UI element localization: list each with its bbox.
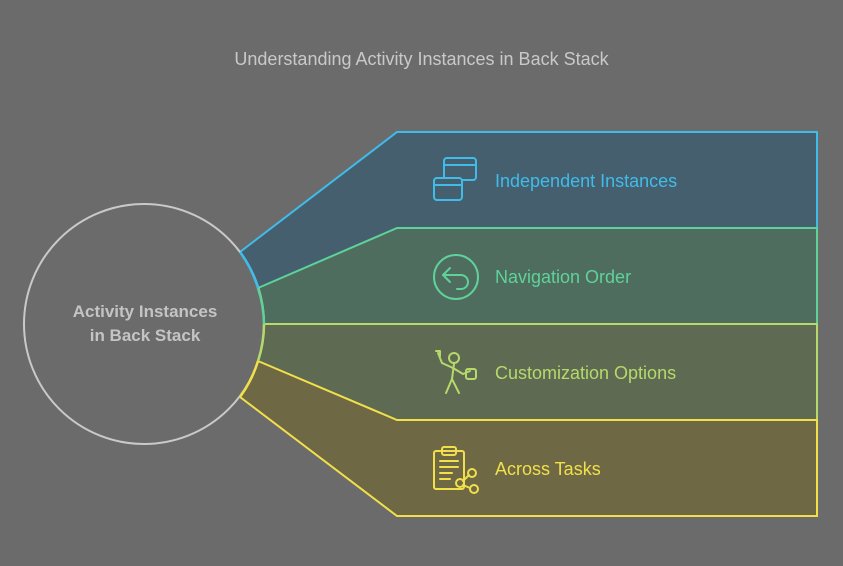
arc-independent-instances [238, 251, 260, 289]
band-outline-customization-options [264, 323, 818, 420]
band-customization-options [258, 324, 817, 420]
clipboard-share-icon [430, 443, 482, 495]
back-arrow-icon [430, 251, 482, 303]
band-outline-independent-instances [239, 131, 818, 253]
center-label-line1: Activity Instances [72, 302, 218, 321]
diagram-title: Understanding Activity Instances in Back… [234, 49, 609, 69]
arc-customization-options [256, 323, 266, 362]
item-label-navigation-order: Navigation Order [495, 267, 632, 287]
item-label-across-tasks: Across Tasks [495, 459, 601, 479]
item-label-customization-options: Customization Options [495, 363, 677, 383]
windows-icon [430, 154, 482, 206]
arc-across-tasks [238, 360, 260, 398]
center-label-line2: in Back Stack [89, 326, 201, 345]
band-outline-navigation-order [257, 227, 818, 324]
item-label-independent-instances: Independent Instances [495, 171, 678, 191]
center-label: Activity Instances in Back Stack [30, 300, 260, 348]
band-across-tasks [240, 361, 817, 516]
arc-navigation-order [256, 287, 266, 325]
band-navigation-order [258, 228, 817, 324]
band-outline-across-tasks [239, 360, 818, 517]
person-tools-icon [430, 347, 482, 399]
